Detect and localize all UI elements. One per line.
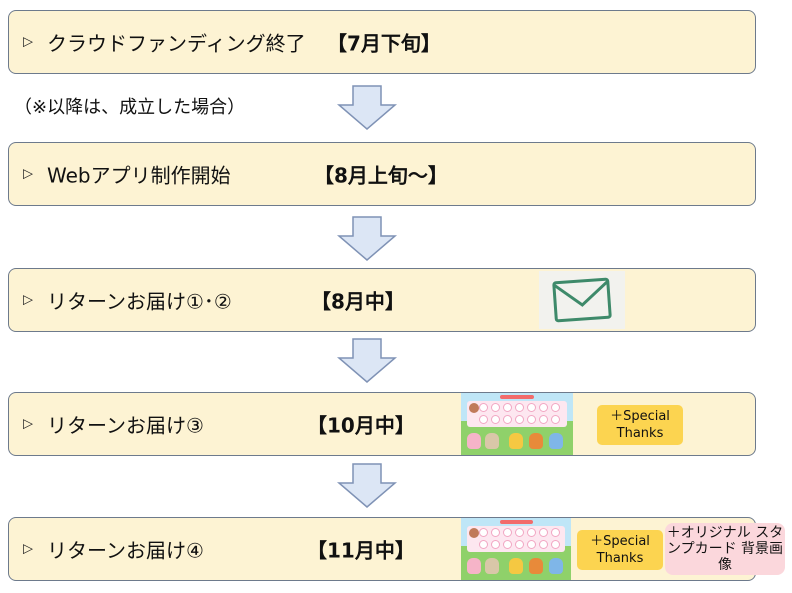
step-label: リターンお届け③ [47,413,204,438]
step-label: Webアプリ制作開始 [47,163,231,188]
stamp-card-image [461,393,573,455]
step-date: 【8月中】 [311,289,405,314]
stamp-card-image [461,518,571,580]
condition-note: （※以降は、成立した場合） [14,97,246,118]
triangle-right-icon: ▷ [23,292,33,308]
triangle-right-icon: ▷ [23,416,33,432]
down-arrow-icon [336,463,398,508]
original-background-badge: ＋オリジナル スタンプカード 背景画像 [665,523,785,575]
step-box-4: ▷ リターンお届け③ 【10月中】 ＋Special Thanks [8,392,756,456]
step-box-3: ▷ リターンお届け①･② 【8月中】 [8,268,756,332]
step-label: リターンお届け①･② [47,289,232,314]
step-date: 【10月中】 [307,413,415,438]
triangle-right-icon: ▷ [23,541,33,557]
down-arrow-icon [336,338,398,383]
down-arrow-icon [336,216,398,261]
step-date: 【7月下旬】 [327,31,441,56]
step-label: リターンお届け④ [47,538,204,563]
down-arrow-icon [336,85,398,130]
triangle-right-icon: ▷ [23,166,33,182]
step-date: 【8月上旬～】 [314,163,448,188]
step-box-1: ▷ クラウドファンディング終了 【7月下旬】 [8,10,756,74]
step-box-5: ▷ リターンお届け④ 【11月中】 ＋Special Thanks [8,517,756,581]
envelope-icon [539,271,625,329]
step-date: 【11月中】 [307,538,415,563]
step-box-2: ▷ Webアプリ制作開始 【8月上旬～】 [8,142,756,206]
special-thanks-badge: ＋Special Thanks [597,405,683,445]
special-thanks-badge: ＋Special Thanks [577,530,663,570]
triangle-right-icon: ▷ [23,34,33,50]
step-label: クラウドファンディング終了 [47,31,306,56]
